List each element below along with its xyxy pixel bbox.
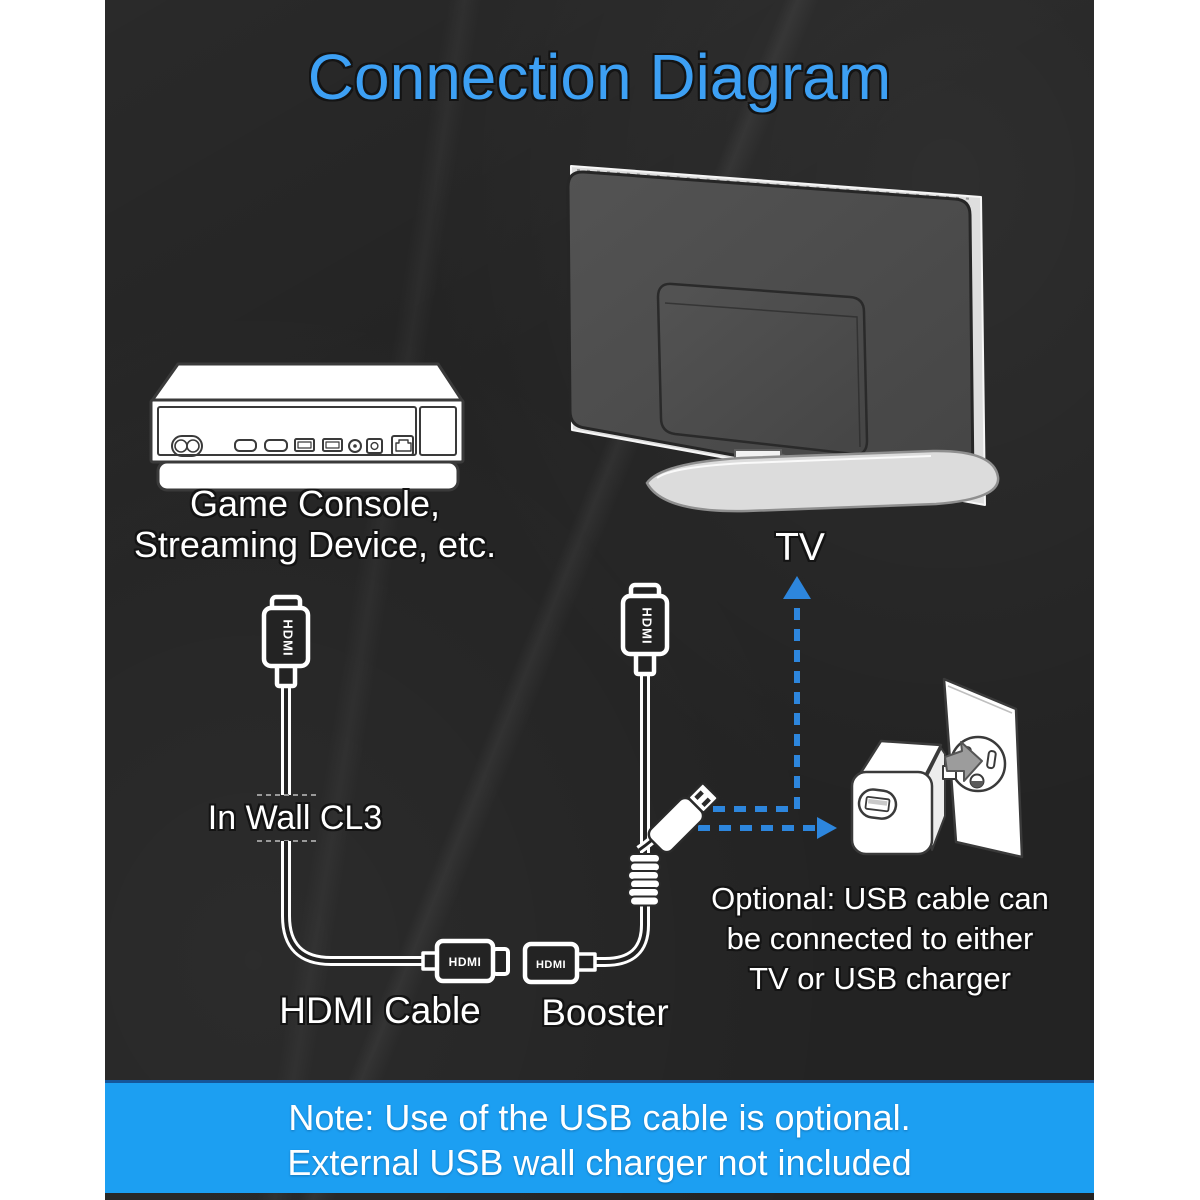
- console-base: [156, 460, 460, 492]
- console-label: Game Console, Streaming Device, etc.: [120, 483, 510, 565]
- power-port-pin2: [186, 439, 200, 453]
- note-banner: Note: Use of the USB cable is optional. …: [105, 1080, 1094, 1193]
- page-title: Connection Diagram: [307, 41, 892, 113]
- ethernet-port-inner: [395, 439, 412, 452]
- tv-stand-base: [645, 449, 1000, 513]
- hdmi-connector-up-icon: [261, 594, 311, 689]
- optical-port-inner: [370, 441, 379, 451]
- console-label-line2: Streaming Device, etc.: [133, 524, 497, 565]
- booster-icon: [522, 941, 597, 985]
- arrowhead-up-icon: [783, 576, 811, 599]
- tv-back-bulge: [656, 282, 869, 456]
- in-wall-label: In Wall CL3: [207, 799, 383, 837]
- optical-port-icon: [366, 438, 383, 454]
- tv-label: TV: [775, 526, 825, 569]
- audio-jack-icon: [348, 439, 362, 453]
- hdmi-port-1-icon: [234, 439, 257, 452]
- outlet-plate-crease: [947, 685, 1013, 714]
- console-right-compartment: [419, 406, 457, 456]
- console-front-inset: [157, 406, 417, 456]
- note-banner-text: Note: Use of the USB cable is optional. …: [105, 1095, 1094, 1185]
- usb-port-2-icon: [322, 438, 343, 452]
- usb-port-1-icon: [294, 438, 315, 452]
- arrowhead-right-icon: [817, 817, 837, 839]
- optional-note-line2: be connected to either: [726, 921, 1034, 956]
- charger-usb-tongue: [868, 798, 888, 806]
- usb-charger-icon: [850, 739, 957, 856]
- hdmi-connector-up-2-label: HDMI: [640, 607, 655, 644]
- hdmi-male-connector-label: HDMI: [449, 955, 482, 969]
- note-banner-line1: Note: Use of the USB cable is optional.: [288, 1097, 911, 1138]
- dashed-arrow-to-charger: [698, 817, 837, 839]
- connection-diagram-art: HDMI HDMI HDMI: [149, 165, 1024, 985]
- tv-stand-base-highlight: [656, 455, 932, 479]
- console-illustration: [149, 362, 465, 492]
- tv-illustration: [566, 165, 1000, 513]
- plug-arrow-icon: [944, 741, 983, 782]
- outlet-ground-shadow: [970, 781, 984, 788]
- hdmi-port-2-icon: [264, 439, 288, 452]
- usb-port-1-inner: [297, 441, 312, 449]
- optional-note-line1: Optional: USB cable can: [711, 881, 1049, 916]
- booster-hdmi-label: HDMI: [536, 959, 566, 971]
- booster-label: Booster: [541, 992, 669, 1033]
- note-banner-line2: External USB wall charger not included: [287, 1142, 912, 1183]
- dark-textured-panel: HDMI HDMI HDMI: [105, 0, 1094, 1200]
- tv-back-bulge-inner-line: [664, 302, 861, 448]
- booster-cable-illustration: HDMI: [522, 582, 719, 985]
- hdmi-connector-up-2-icon: [620, 582, 670, 677]
- usb-port-2-inner: [325, 441, 340, 449]
- hdmi-cable-label: HDMI Cable: [279, 990, 481, 1031]
- optional-note: Optional: USB cable can be connected to …: [695, 879, 1065, 999]
- coil-icon: [627, 853, 661, 907]
- hdmi-connector-up-label: HDMI: [281, 619, 296, 656]
- hdmi-male-connector-icon: [421, 938, 510, 984]
- audio-jack-pin: [353, 444, 357, 448]
- ethernet-port-icon: [391, 435, 414, 456]
- dashed-arrow-to-tv: [713, 576, 811, 812]
- hdmi-cable-illustration: HDMI HDMI: [257, 594, 510, 984]
- optional-note-line3: TV or USB charger: [749, 961, 1011, 996]
- usb-plug-icon: [647, 782, 719, 854]
- console-top-face: [149, 362, 465, 404]
- console-label-line1: Game Console,: [189, 483, 441, 524]
- outlet-slot-right: [986, 750, 997, 770]
- power-port-icon: [171, 435, 203, 457]
